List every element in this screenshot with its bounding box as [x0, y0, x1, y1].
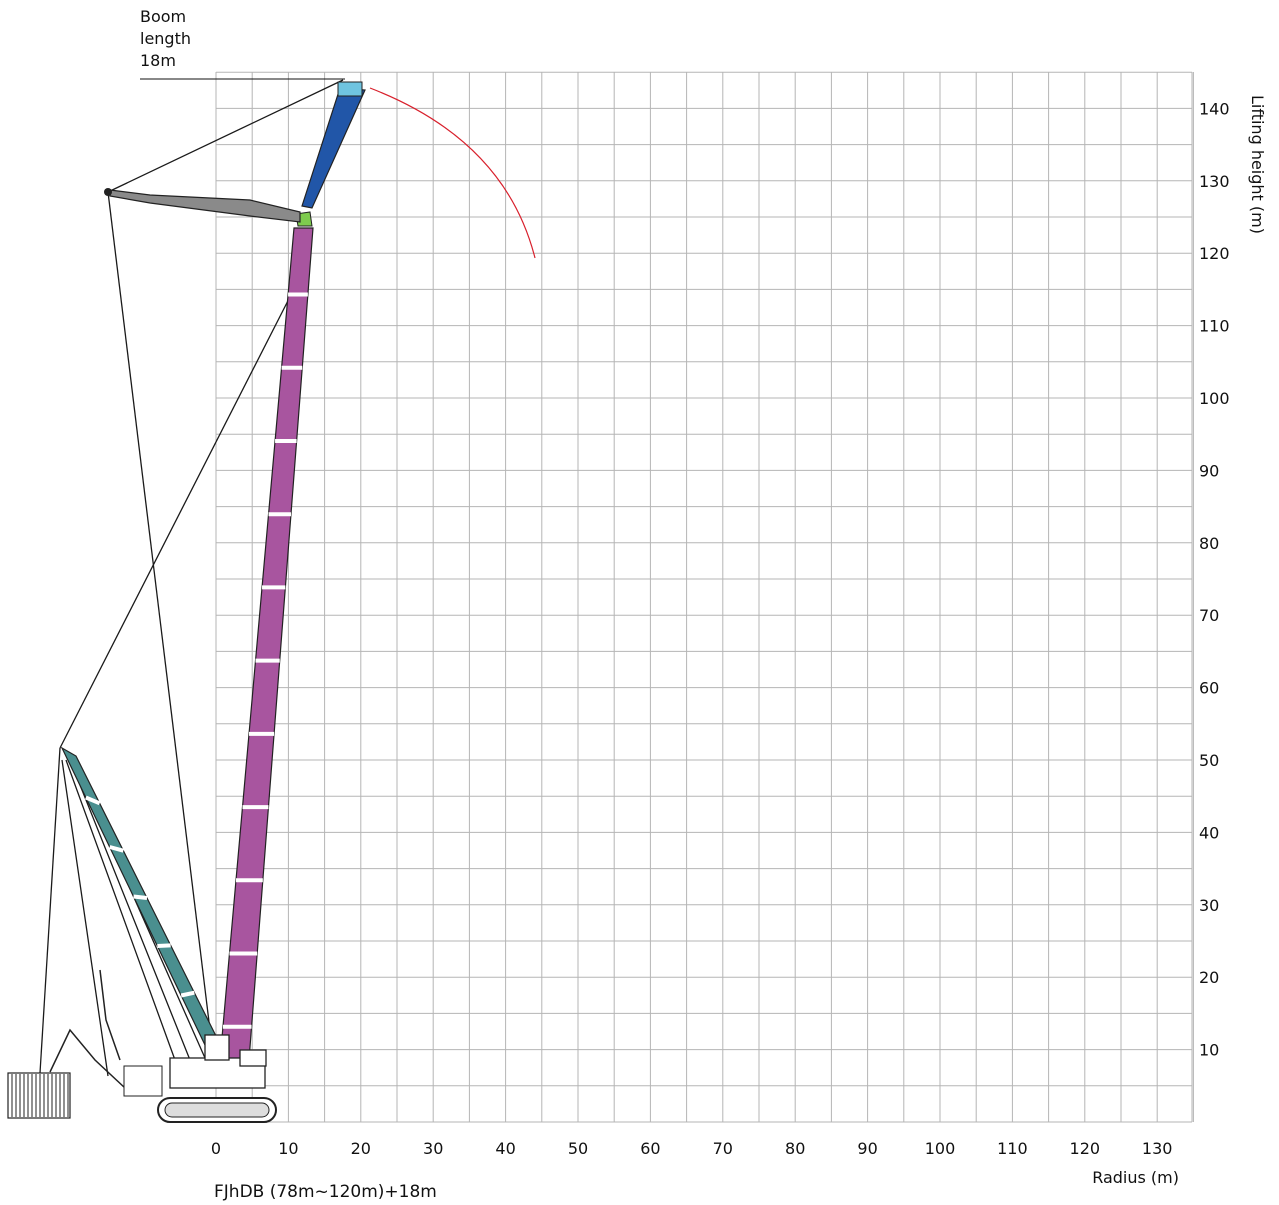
- x-tick-label: 20: [351, 1139, 371, 1158]
- mast-section-joints: [85, 795, 195, 998]
- jib-strut: [109, 189, 301, 223]
- boom-label-line-1: Boom: [140, 7, 187, 26]
- boom-length-label: Boom length 18m: [140, 6, 191, 72]
- y-tick-label: 10: [1199, 1041, 1219, 1060]
- jib-head: [337, 81, 363, 97]
- x-tick-label: 50: [568, 1139, 588, 1158]
- x-axis-label: Radius (m): [1092, 1168, 1179, 1187]
- x-tick-label: 30: [423, 1139, 443, 1158]
- y-tick-label: 110: [1199, 317, 1230, 336]
- jib-reach-arc: [369, 87, 536, 259]
- y-tick-label: 80: [1199, 534, 1219, 553]
- y-tick-label: 90: [1199, 461, 1219, 480]
- x-tick-label: 110: [997, 1139, 1028, 1158]
- y-tick-label: 30: [1199, 896, 1219, 915]
- mast-joint: [133, 894, 148, 900]
- y-axis-label: Lifting height (m): [1248, 95, 1267, 234]
- upper-works: [169, 1034, 267, 1089]
- mast-joint: [85, 795, 101, 806]
- x-tick-label: 90: [857, 1139, 877, 1158]
- x-tick-label: 100: [925, 1139, 956, 1158]
- x-tick-label: 0: [211, 1139, 221, 1158]
- configuration-label: FJhDB (78m~120m)+18m: [214, 1182, 437, 1202]
- boom-label-line-3: 18m: [140, 51, 176, 70]
- y-tick-label: 50: [1199, 751, 1219, 770]
- back-frame: [49, 969, 126, 1089]
- x-tick-label: 70: [713, 1139, 733, 1158]
- crawler-tracks: [157, 1097, 277, 1123]
- y-tick-label: 40: [1199, 823, 1219, 842]
- luffing-jib: [301, 87, 366, 209]
- x-tick-label: 40: [495, 1139, 515, 1158]
- mast-joint: [180, 990, 195, 998]
- y-tick-label: 140: [1199, 99, 1230, 118]
- y-tick-label: 60: [1199, 679, 1219, 698]
- y-tick-label: 20: [1199, 968, 1219, 987]
- y-tick-label: 130: [1199, 172, 1230, 191]
- x-tick-label: 80: [785, 1139, 805, 1158]
- counterweight-tray: [7, 1072, 71, 1119]
- mast-joint: [157, 943, 171, 948]
- x-tick-labels: 0 10 20 30 40 50 60 70 80 90 100 110 120 130: [211, 1139, 1173, 1158]
- mast-joint: [109, 845, 124, 853]
- y-tick-label: 100: [1199, 389, 1230, 408]
- y-tick-label: 70: [1199, 606, 1219, 625]
- grid: [215, 71, 1194, 1123]
- x-tick-label: 60: [640, 1139, 660, 1158]
- strut-tip: [104, 188, 112, 196]
- y-tick-label: 120: [1199, 244, 1230, 263]
- boom-section-joints: [222, 292, 308, 1029]
- counterweight-stripes: [11, 1074, 69, 1117]
- y-tick-labels: 10 20 30 40 50 60 70 80 90 100 110 120 130 140: [1199, 99, 1230, 1059]
- x-tick-label: 10: [278, 1139, 298, 1158]
- x-tick-label: 120: [1070, 1139, 1101, 1158]
- main-boom: [219, 227, 314, 1061]
- carbody-counterweight: [123, 1065, 163, 1097]
- boom-label-line-2: length: [140, 29, 191, 48]
- x-tick-label: 130: [1142, 1139, 1173, 1158]
